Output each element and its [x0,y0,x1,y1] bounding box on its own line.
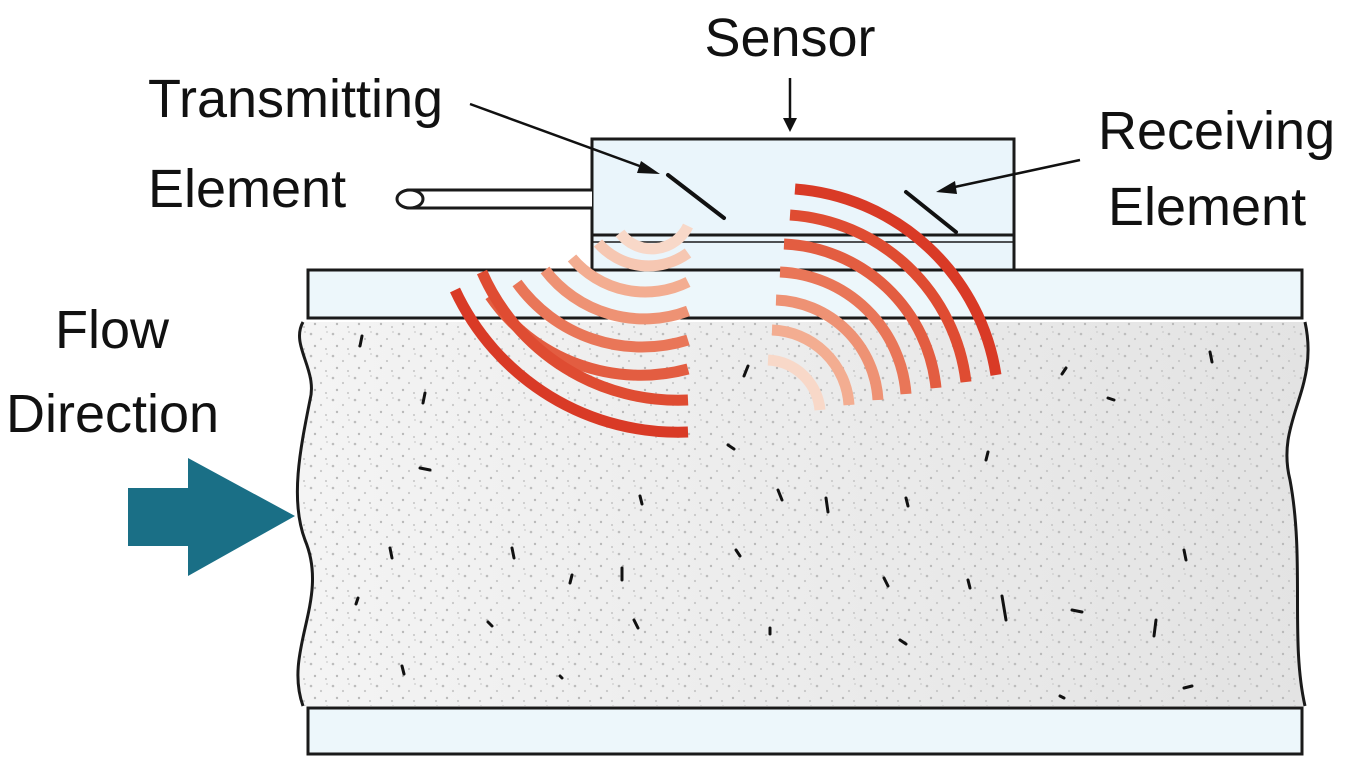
transmitted-waves [450,223,693,438]
sensor-arrow [783,78,797,132]
receiving-label-line1: Receiving [1098,101,1335,161]
sensor-label: Sensor [704,8,875,68]
fluid-body [295,321,1310,707]
receiving-element [904,190,958,234]
flow-label-line2: Direction [6,384,219,444]
sensor-cable [395,188,592,210]
flow-label-line1: Flow [55,300,170,360]
flow-direction-arrow-icon [128,458,295,576]
transmitting-element [666,173,726,220]
transmitting-label-line1: Transmitting [148,69,443,129]
receiving-leader-arrow [936,158,1081,194]
transmitting-label-line2: Element [148,159,346,219]
received-waves [767,183,1002,411]
fluid-particles [354,334,1214,700]
receiving-label-line2: Element [1108,177,1306,237]
transmitting-leader-arrow [469,102,660,174]
pipe-bottom-wall [306,706,1304,756]
